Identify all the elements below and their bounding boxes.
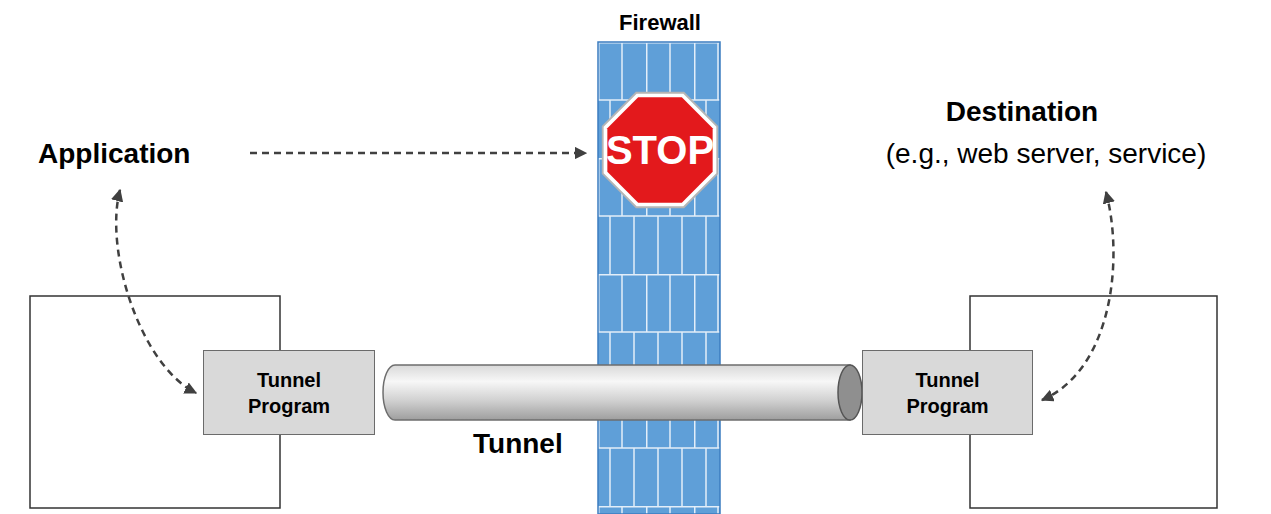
tunnel-label: Tunnel (473, 428, 563, 460)
destination-label: Destination (946, 96, 1098, 128)
dashed-double-arrow (1042, 192, 1113, 400)
tunnel-pipe (383, 365, 862, 420)
application-label: Application (38, 138, 190, 170)
octagon-part (602, 92, 718, 208)
firewall-wall (598, 42, 720, 514)
dashed-double-arrow (116, 190, 196, 393)
node-text: STOP (606, 124, 714, 176)
tunnel-program-box: Tunnel Program (862, 350, 1033, 435)
firewall-label: Firewall (619, 10, 701, 36)
tunnel-opening (838, 365, 862, 420)
octagon-part (604, 94, 717, 207)
destination-note: (e.g., web server, service) (886, 138, 1207, 170)
stop-sign: STOP (596, 86, 724, 214)
tunnel-body (383, 365, 850, 420)
node-text: Tunnel Program (239, 367, 339, 419)
tunnel-program-box: Tunnel Program (203, 350, 375, 435)
blocked-arrow (250, 152, 586, 155)
node-text: Tunnel Program (898, 367, 998, 419)
